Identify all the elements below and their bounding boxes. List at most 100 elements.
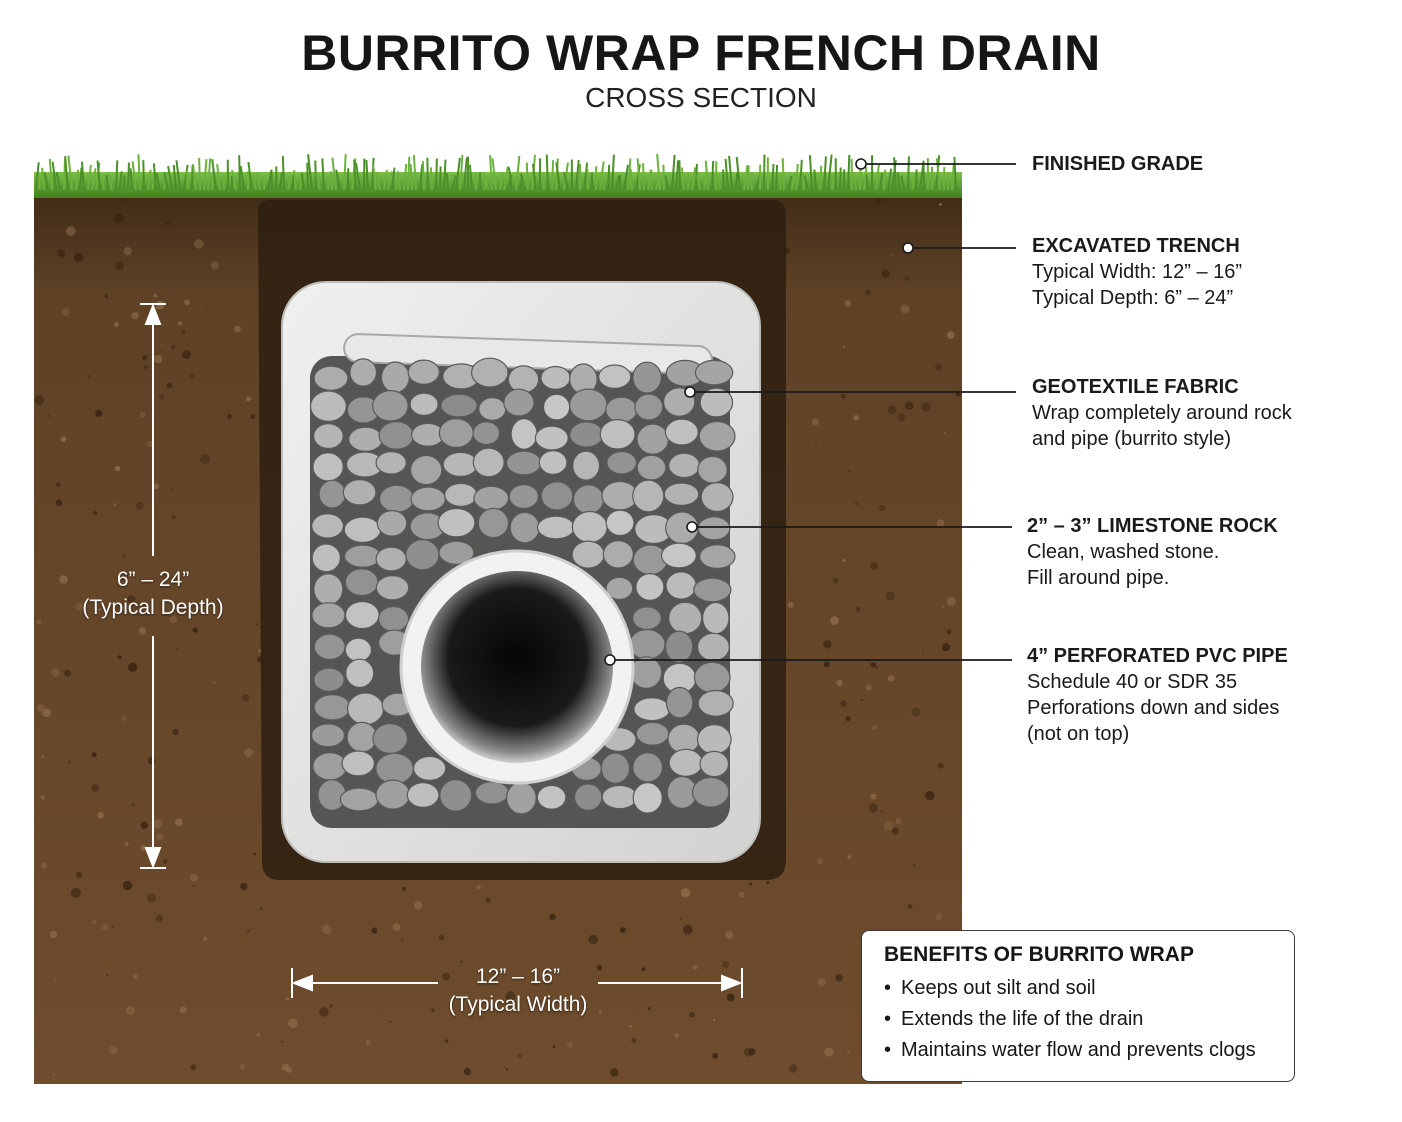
limestone-rock xyxy=(605,396,638,424)
limestone-rock xyxy=(410,454,443,486)
limestone-rock xyxy=(405,539,440,571)
soil-speckle xyxy=(400,938,404,942)
soil-speckle xyxy=(135,501,144,510)
soil-speckle xyxy=(127,595,136,603)
soil-speckle xyxy=(184,299,190,305)
limestone-rock xyxy=(509,511,540,544)
limestone-rock xyxy=(311,543,341,573)
soil-speckle xyxy=(463,1068,471,1076)
limestone-rock xyxy=(700,482,734,513)
grass-blade xyxy=(291,175,295,191)
callout-detail: (not on top) xyxy=(1027,723,1130,745)
soil-speckle xyxy=(682,924,693,935)
depth-dimension-label: 6” – 24” (Typical Depth) xyxy=(58,566,248,622)
grass-blade xyxy=(129,168,133,191)
grass-blade xyxy=(865,174,869,191)
soil-speckle xyxy=(712,1018,716,1022)
limestone-rock xyxy=(665,686,694,719)
grass-blade xyxy=(327,175,330,191)
grass-blade xyxy=(331,157,337,191)
grass-blade xyxy=(525,162,529,191)
soil-speckle xyxy=(55,499,63,507)
grass-blade xyxy=(808,155,813,191)
limestone-rock xyxy=(601,784,638,810)
limestone-rock xyxy=(438,418,474,449)
grass-blade xyxy=(321,158,325,191)
limestone-rock xyxy=(693,661,731,694)
soil-speckle xyxy=(115,261,125,270)
limestone-rock xyxy=(698,544,736,569)
limestone-rock xyxy=(410,486,447,512)
grass-blade xyxy=(795,163,799,191)
grass-blade xyxy=(627,158,632,191)
grass-blade xyxy=(664,175,669,191)
limestone-rock xyxy=(693,577,732,603)
soil-speckle xyxy=(212,681,216,684)
callout-pipe: 4” PERFORATED PVC PIPE Schedule 40 or SD… xyxy=(1027,643,1288,747)
soil-speckle xyxy=(817,978,826,987)
soil-speckle xyxy=(161,343,164,346)
grass-blade xyxy=(555,162,561,191)
grass-blade xyxy=(711,160,715,191)
soil-speckle xyxy=(844,300,852,307)
grass-blade xyxy=(900,175,905,191)
grass-blade xyxy=(293,170,297,191)
limestone-rock xyxy=(668,748,704,777)
limestone-rock xyxy=(313,573,344,606)
soil-speckle xyxy=(114,465,121,472)
limestone-rock xyxy=(632,361,662,394)
soil-speckle xyxy=(881,269,890,278)
limestone-rock xyxy=(632,782,663,814)
callout-detail: Wrap completely around rock xyxy=(1032,402,1292,424)
soil-speckle xyxy=(941,643,951,652)
limestone-rock xyxy=(506,781,537,815)
soil-speckle xyxy=(476,884,482,890)
soil-speckle xyxy=(52,1073,55,1076)
limestone-rock xyxy=(503,388,535,417)
callout-finished-grade: FINISHED GRADE xyxy=(1032,151,1203,177)
grass-blade xyxy=(391,167,396,191)
soil-speckle xyxy=(431,1008,435,1012)
grass-blade xyxy=(911,171,917,191)
grass-blade xyxy=(37,175,41,191)
limestone-rock xyxy=(313,633,346,661)
soil-speckle xyxy=(371,927,378,934)
callout-heading: 2” – 3” LIMESTONE ROCK xyxy=(1027,515,1278,537)
soil-speckle xyxy=(147,756,156,765)
grass-blade xyxy=(137,154,141,191)
limestone-rock xyxy=(444,482,478,507)
limestone-rock xyxy=(635,572,665,601)
grass-blade xyxy=(41,167,45,191)
soil-speckle xyxy=(860,698,864,702)
depth-caption: (Typical Depth) xyxy=(82,596,224,619)
grass-blade xyxy=(717,174,721,191)
limestone-rock xyxy=(598,364,632,389)
grass-blade xyxy=(489,155,493,191)
soil-speckle xyxy=(75,602,84,611)
grass-blade xyxy=(875,164,880,191)
limestone-rock xyxy=(477,507,510,539)
grass-blade xyxy=(383,169,388,191)
grass-blade xyxy=(216,164,221,191)
soil-speckle xyxy=(109,1045,118,1055)
soil-speckle xyxy=(91,784,100,792)
soil-speckle xyxy=(549,913,556,921)
soil-speckle xyxy=(897,413,906,422)
grass-layer xyxy=(34,172,962,198)
soil-speckle xyxy=(870,562,879,570)
grass-blade xyxy=(397,172,401,191)
marker-dot xyxy=(604,654,616,666)
grass-blade xyxy=(575,159,580,191)
limestone-rock xyxy=(664,418,699,446)
grass-blade xyxy=(507,167,513,191)
grass-blade xyxy=(791,173,797,191)
limestone-rock xyxy=(474,780,510,805)
soil-speckle xyxy=(879,504,886,512)
grass-blade xyxy=(863,167,868,191)
callout-detail: Perforations down and sides xyxy=(1027,697,1280,719)
width-value: 12” – 16” xyxy=(475,965,561,988)
soil-speckle xyxy=(179,1006,187,1014)
soil-speckle xyxy=(64,669,71,677)
grass-blade xyxy=(48,158,53,191)
limestone-rock xyxy=(472,447,505,478)
